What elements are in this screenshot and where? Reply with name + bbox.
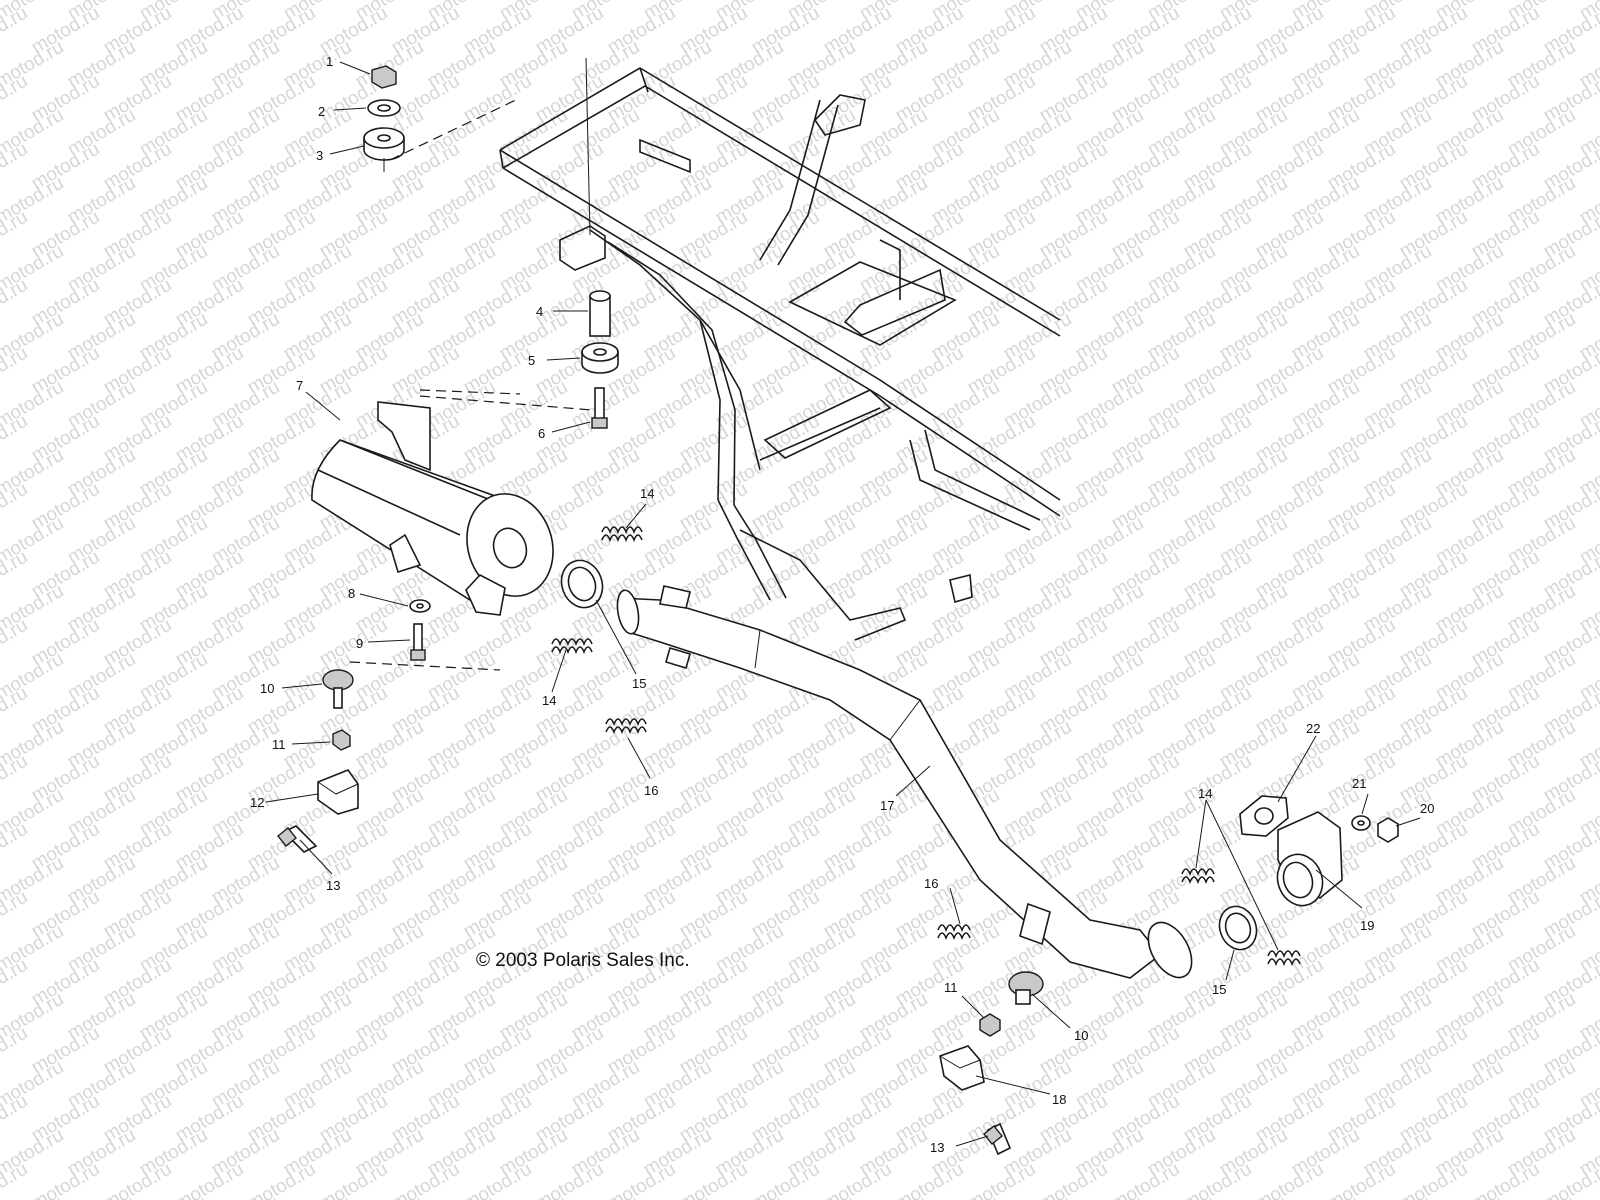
callout-4: 4 <box>536 304 543 319</box>
nut-1 <box>371 65 397 89</box>
watermark-text: motod.ru <box>0 3 31 59</box>
bolt-6 <box>591 387 608 429</box>
watermark-text: motod.ru <box>0 751 31 807</box>
watermark-text: motod.ru <box>0 887 31 943</box>
copyright-notice: © 2003 Polaris Sales Inc. <box>476 950 690 971</box>
callout-13: 13 <box>930 1140 944 1155</box>
watermark-text: motod.ru <box>0 479 31 535</box>
callout-15: 15 <box>632 676 646 691</box>
callout-14: 14 <box>640 486 654 501</box>
callout-21: 21 <box>1352 776 1366 791</box>
callout-13: 13 <box>326 878 340 893</box>
watermark-text: motod.ru <box>0 411 31 467</box>
callout-17: 17 <box>880 798 894 813</box>
callout-10: 10 <box>1074 1028 1088 1043</box>
watermark-text: motod.ru <box>0 343 31 399</box>
callout-16: 16 <box>924 876 938 891</box>
callout-9: 9 <box>356 636 363 651</box>
watermark-text: motod.ru <box>0 819 31 875</box>
watermark-text: motod.ru <box>0 955 31 1011</box>
watermark-text: motod.ru <box>0 275 31 331</box>
flange-19 <box>1276 811 1343 907</box>
watermark-text: motod.ru <box>0 683 31 739</box>
callout-5: 5 <box>528 353 535 368</box>
watermark-text: motod.ru <box>0 547 31 603</box>
callout-16: 16 <box>644 783 658 798</box>
grommet-5 <box>581 342 619 374</box>
callout-1: 1 <box>326 54 333 69</box>
callout-22: 22 <box>1306 721 1320 736</box>
watermark-text: motod.ru <box>0 615 31 671</box>
callout-18: 18 <box>1052 1092 1066 1107</box>
callout-12: 12 <box>250 795 264 810</box>
callout-14: 14 <box>1198 786 1212 801</box>
callout-6: 6 <box>538 426 545 441</box>
callout-20: 20 <box>1420 801 1434 816</box>
watermark-text: motod.ru <box>0 1023 31 1079</box>
callout-15: 15 <box>1212 982 1226 997</box>
callout-3: 3 <box>316 148 323 163</box>
watermark-text: motod.ru <box>0 207 31 263</box>
callout-14: 14 <box>542 693 556 708</box>
callout-19: 19 <box>1360 918 1374 933</box>
washer-2 <box>367 99 401 117</box>
callout-11: 11 <box>944 980 958 995</box>
callout-2: 2 <box>318 104 325 119</box>
callout-8: 8 <box>348 586 355 601</box>
watermark-text: motod.ru <box>0 71 31 127</box>
grommet-3 <box>363 127 405 161</box>
callout-10: 10 <box>260 681 274 696</box>
washer-8 <box>409 599 431 613</box>
spacer-4 <box>589 290 611 337</box>
watermark-text: motod.ru <box>0 139 31 195</box>
nut-20 <box>1377 817 1399 843</box>
callout-7: 7 <box>296 378 303 393</box>
washer-21 <box>1351 815 1371 831</box>
callout-11: 11 <box>272 737 286 752</box>
watermark-text: motod.ru <box>0 1091 31 1147</box>
